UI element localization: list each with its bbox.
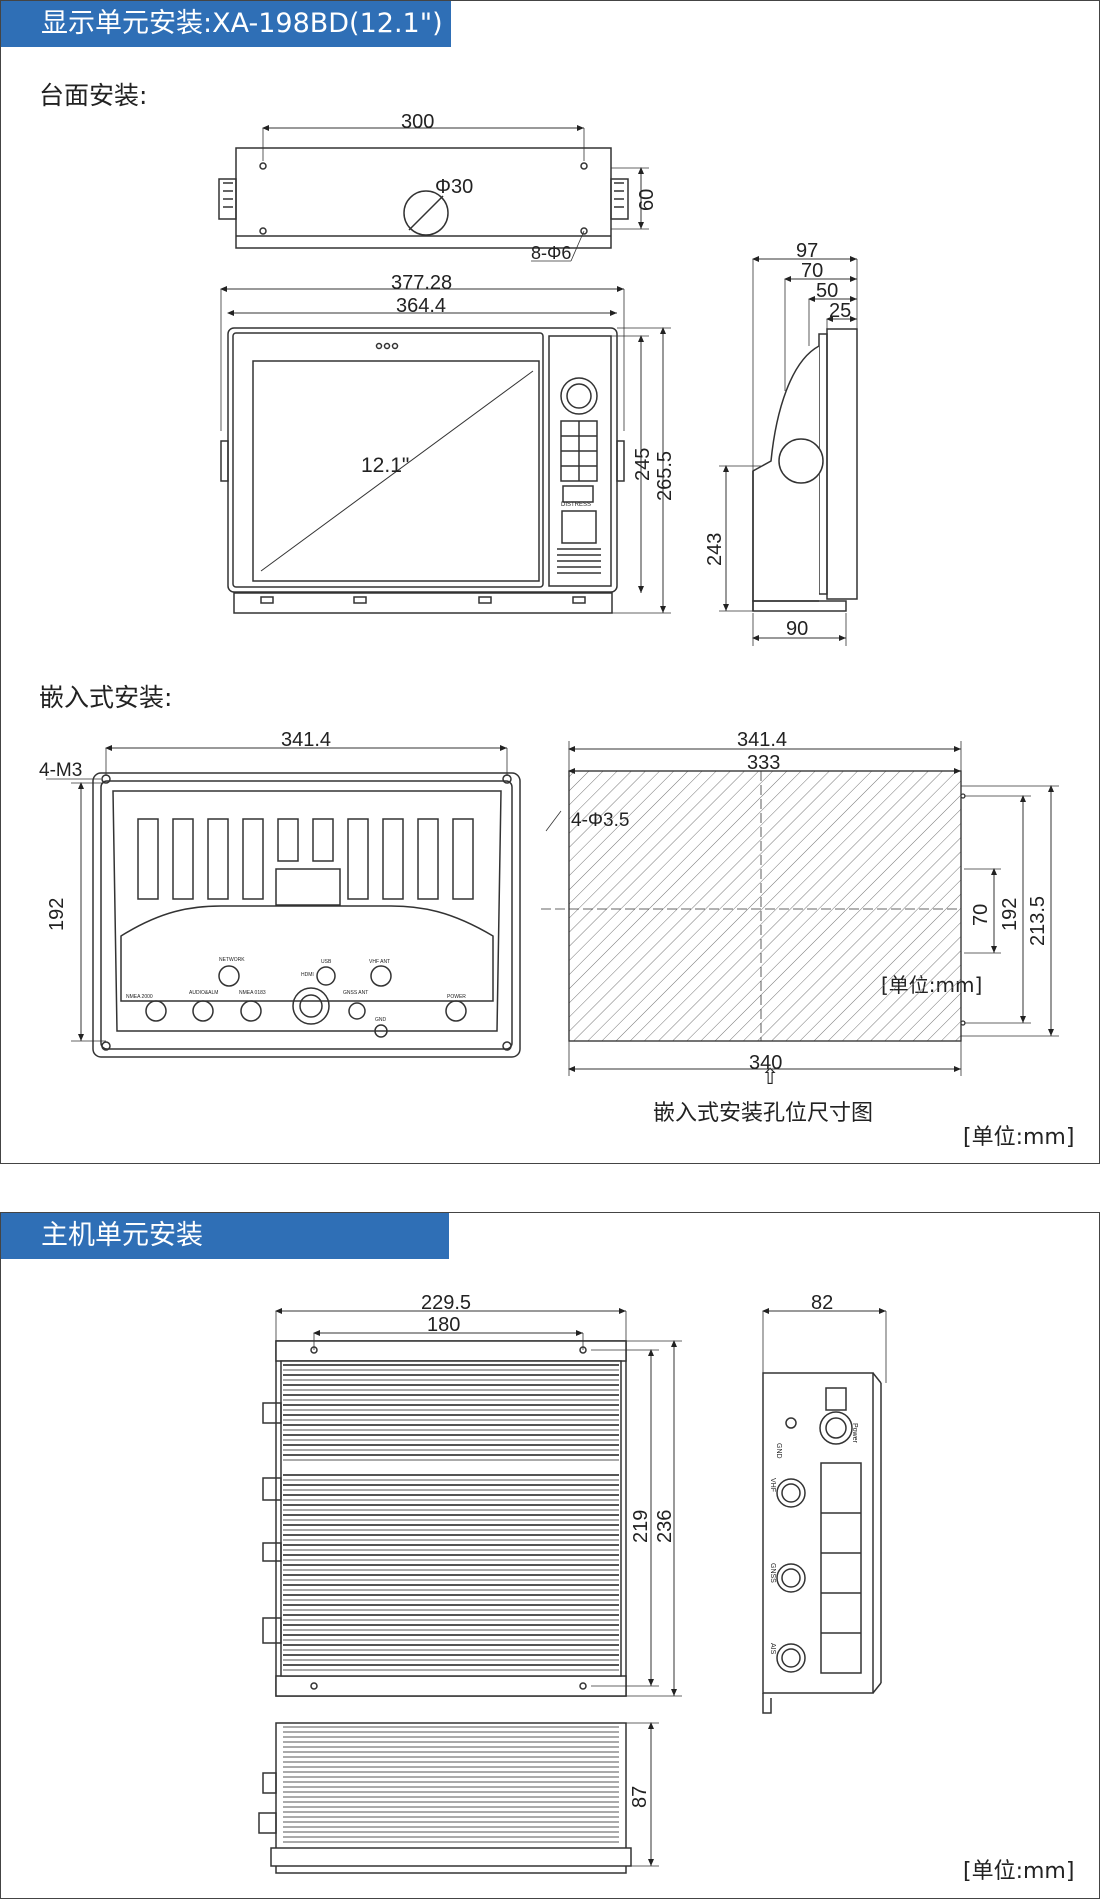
port-power: POWER [447,994,466,1000]
dim-body-width: 364.4 [396,295,446,317]
dim-main-height-outer: 236 [654,1510,676,1543]
main-unit-title: 主机单元安装 [1,1213,449,1259]
dim-main-height-inner: 219 [630,1510,652,1543]
dim-main-width-outer: 229.5 [421,1292,471,1314]
port-gnss-ant: GNSS ANT [343,990,368,996]
dim-flush-height: 192 [46,898,68,931]
top-view [218,125,649,262]
port-network: NETWORK [219,957,245,963]
dim-flush-width: 341.4 [281,729,331,751]
dim-mount-holes: 8-Φ6 [531,243,571,263]
side-port-vhf: VHF [769,1478,776,1492]
dim-cut-holes: 4-Φ3.5 [571,810,629,831]
port-nmea2000: NMEA 2000 [126,994,153,1000]
dim-cut-inner: 333 [747,752,780,774]
main-unit-drawings: 229.5 180 219 236 87 [258,1292,887,1874]
dim-cut-70: 70 [970,904,992,926]
dim-side-base: 90 [786,618,808,640]
cutout-caption: 嵌入式安装孔位尺寸图 [653,1101,874,1126]
dim-main-bottom-height: 87 [629,1786,651,1808]
screen-size-label: 12.1" [361,454,409,477]
display-unit-panel: 显示单元安装:XA-198BD(12.1") 台面安装: 嵌入式安装: ⇧ 嵌入… [0,0,1100,1164]
flush-rear-view [46,745,521,1058]
side-port-ais: AIS [769,1643,776,1655]
dim-hole-dia: Φ30 [435,176,473,198]
side-port-power: Power [851,1423,858,1444]
display-unit-drawings: 300 Φ30 60 8-Φ6 [39,111,1059,1076]
port-nmea0183: NMEA 0183 [239,990,266,996]
main-heatsink-top [283,1364,619,1671]
port-vhf-ant: VHF ANT [369,959,390,965]
dim-side-depth: 97 [796,240,818,262]
flush-mount-label: 嵌入式安装: [39,683,173,712]
dim-side-70: 70 [801,260,823,282]
side-view [719,256,858,646]
dim-top-height: 60 [636,189,658,211]
dim-body-height-inner: 245 [632,448,654,481]
port-audio-alm: AUDIO&ALM [189,990,218,996]
distress-label: DISTRESS [561,502,591,508]
desktop-mount-label: 台面安装: [39,81,148,110]
main-side-view [762,1308,887,1714]
main-heatsink-bottom [283,1726,619,1843]
port-hdmi: HDMI [301,972,314,978]
main-unit-panel: 主机单元安装 [单位:mm] [0,1212,1100,1899]
dim-cut-192: 192 [999,898,1021,931]
dim-main-side-width: 82 [811,1292,833,1314]
dim-cut-213: 213.5 [1027,896,1049,946]
main-top-view [262,1308,682,1697]
cutout-view [541,741,1059,1076]
side-port-gnd: GND [775,1443,782,1459]
dim-main-width-inner: 180 [427,1314,460,1336]
dim-side-25: 25 [829,300,851,322]
unit-label-1: [单位:mm] [963,1125,1075,1150]
main-bottom-view [258,1722,659,1874]
unit-label-2: [单位:mm] [963,1859,1075,1884]
dim-side-50: 50 [816,280,838,302]
port-gnd: GND [375,1017,387,1023]
display-unit-title: 显示单元安装:XA-198BD(12.1") [1,1,451,47]
dim-cut-outer: 341.4 [737,729,787,751]
front-view [220,286,671,614]
fins [137,818,474,900]
dim-cut-bottom: 340 [749,1052,782,1074]
side-port-gnss: GNSS [769,1563,776,1583]
dim-side-height: 243 [704,533,726,566]
port-usb: USB [321,959,332,965]
dim-top-width: 300 [401,111,434,133]
dim-body-height-outer: 265.5 [654,451,676,501]
dim-flush-holes: 4-M3 [39,760,82,781]
dim-outer-width: 377.28 [391,272,452,294]
